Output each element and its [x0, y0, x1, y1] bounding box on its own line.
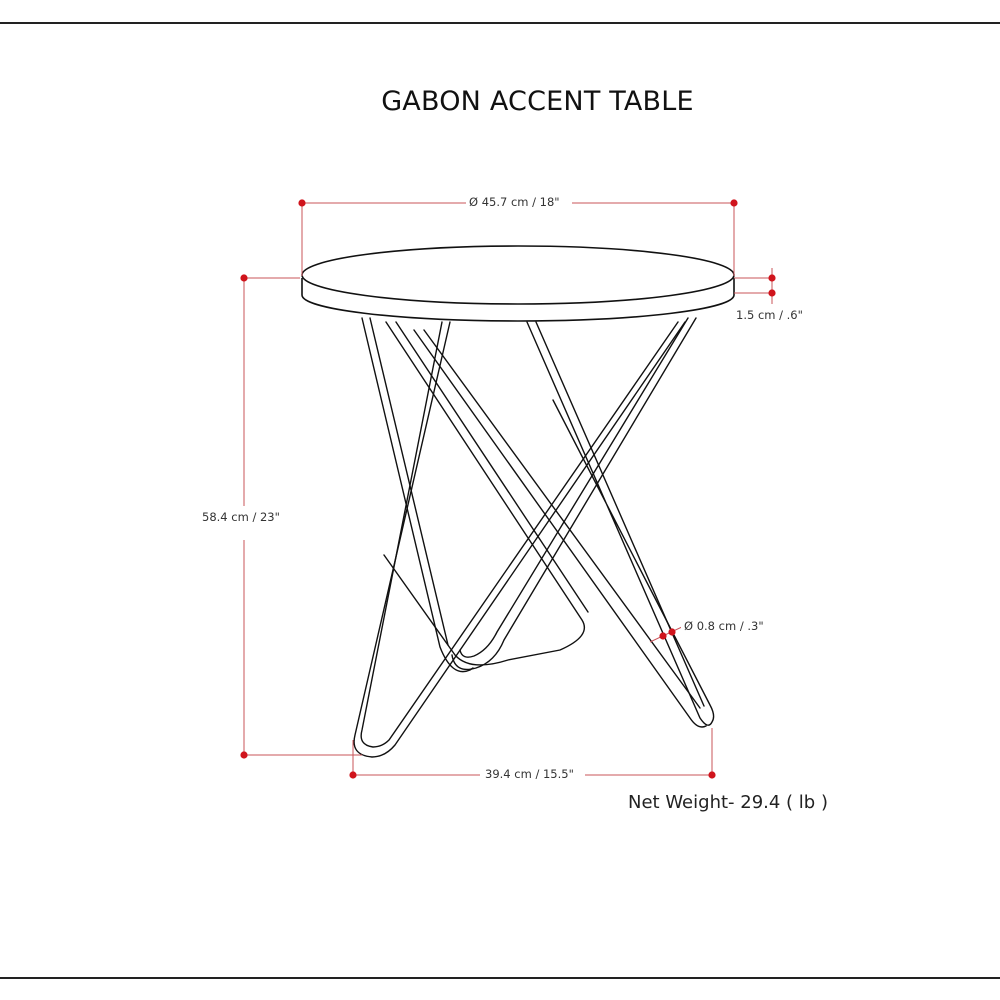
right-hairpin-leg — [413, 321, 715, 728]
top-diameter-label: Ø 45.7 cm / 18" — [466, 195, 563, 209]
left-hairpin-leg — [353, 317, 686, 758]
base-width-label: 39.4 cm / 15.5" — [482, 767, 577, 781]
top-border-rule — [0, 22, 1000, 24]
bottom-border-rule — [0, 977, 1000, 979]
dimension-lines — [243, 202, 773, 776]
top-thickness-label: 1.5 cm / .6" — [733, 308, 806, 322]
net-weight-label: Net Weight- 29.4 ( lb ) — [628, 792, 828, 813]
product-title: GABON ACCENT TABLE — [381, 86, 694, 117]
middle-hairpin-leg — [383, 317, 697, 671]
table-top — [301, 245, 735, 322]
height-label: 58.4 cm / 23" — [199, 510, 283, 524]
dimension-dots — [240, 199, 776, 779]
table-legs — [353, 317, 715, 758]
table-top-surface — [301, 245, 735, 305]
leg-diameter-label: Ø 0.8 cm / .3" — [681, 619, 767, 633]
